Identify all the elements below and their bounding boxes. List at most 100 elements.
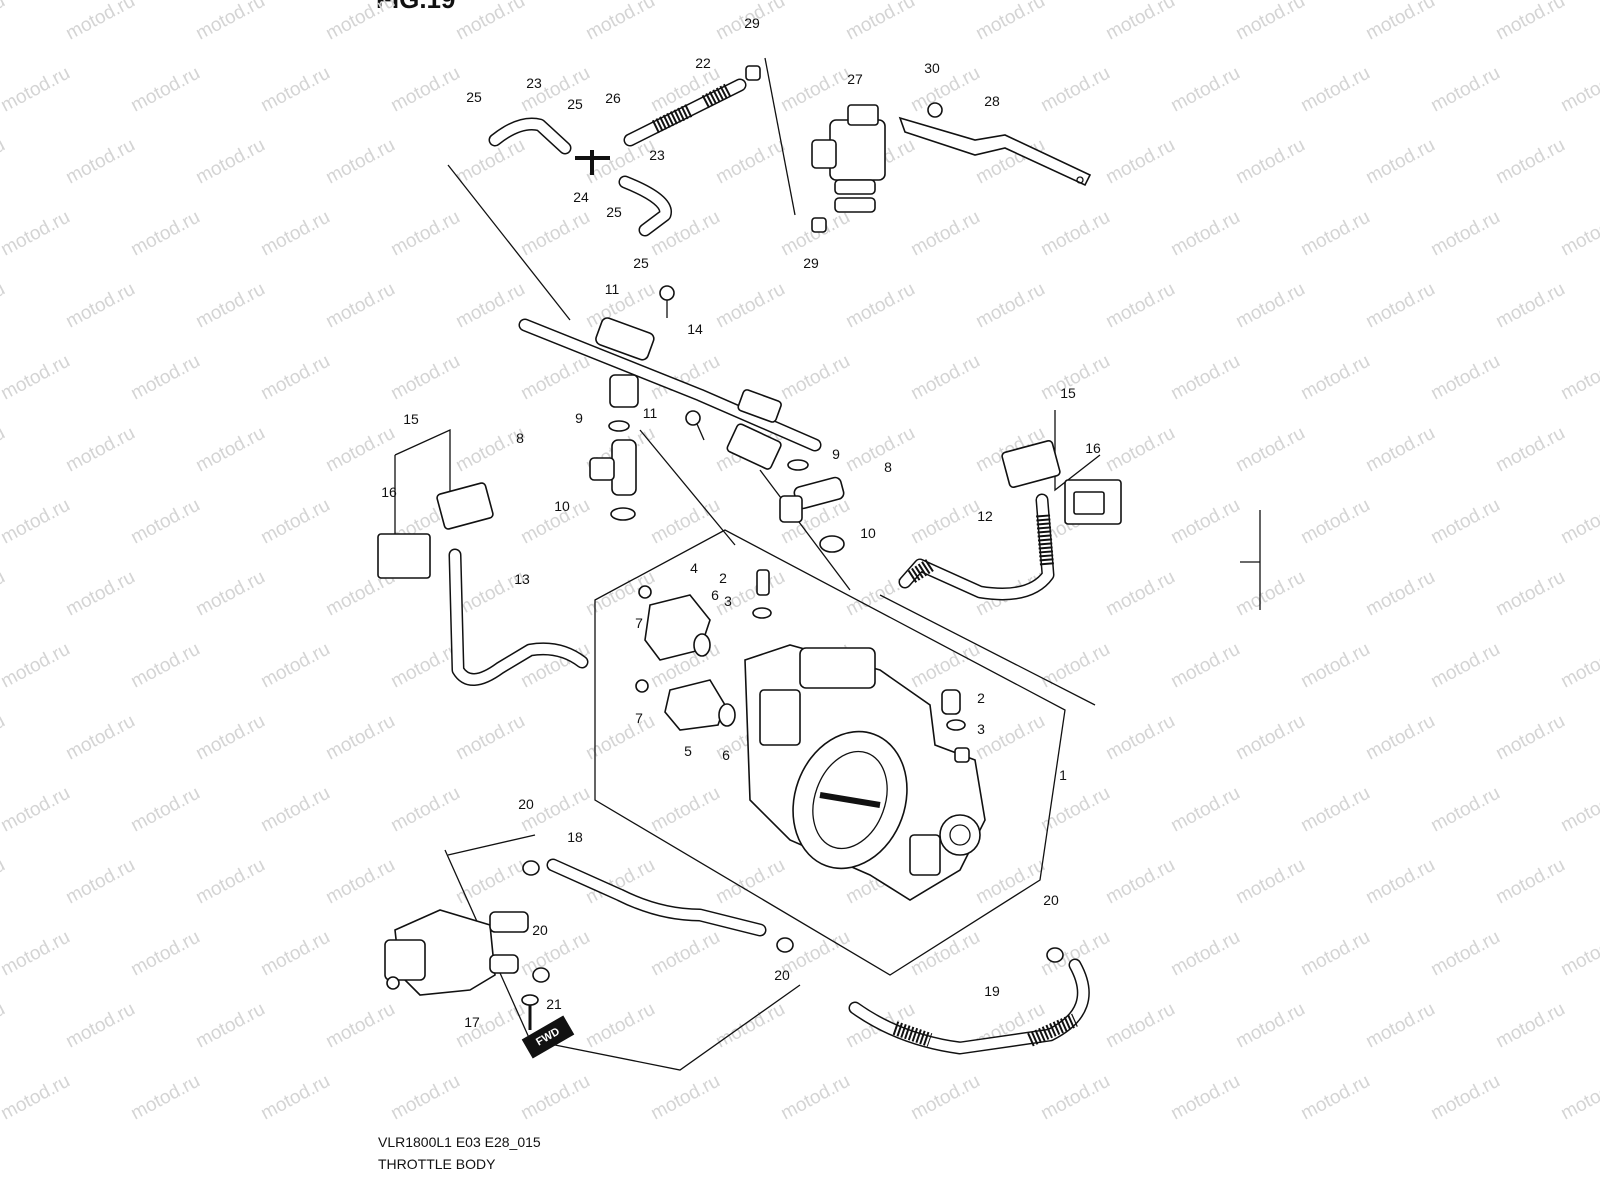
watermark-text: motod.ru [192, 279, 268, 333]
watermark-text: motod.ru [127, 63, 203, 117]
callout-13: 13 [514, 571, 530, 587]
callout-15: 15 [1060, 385, 1076, 401]
watermark-text: motod.ru [1232, 0, 1308, 44]
watermark-text: motod.ru [192, 0, 268, 44]
callout-20: 20 [518, 796, 534, 812]
callout-27: 27 [847, 71, 863, 87]
secondary-throttle-sensor[interactable] [635, 679, 736, 731]
callout-11: 11 [643, 405, 658, 421]
watermark-text: motod.ru [517, 351, 593, 405]
callout-8: 8 [884, 459, 892, 475]
screws[interactable] [659, 285, 705, 441]
watermark-text: motod.ru [257, 783, 333, 837]
callout-9: 9 [575, 410, 583, 426]
watermark-text: motod.ru [62, 135, 138, 189]
watermark-text: motod.ru [777, 63, 853, 117]
throttle-body[interactable] [744, 644, 986, 901]
hose-12[interactable] [898, 493, 1055, 601]
watermark-text: motod.ru [0, 351, 74, 405]
solenoid-bracket[interactable] [898, 102, 1092, 187]
callout-16: 16 [381, 484, 397, 500]
watermark-text: motod.ru [1037, 783, 1113, 837]
watermark-text: motod.ru [387, 207, 463, 261]
watermark-text: motod.ru [1232, 423, 1308, 477]
watermark-text: motod.ru [1102, 0, 1178, 44]
watermark-text: motod.ru [907, 927, 983, 981]
watermark-text: motod.ru [907, 63, 983, 117]
hose-13[interactable] [448, 548, 589, 686]
hose-clamps[interactable] [522, 860, 1064, 983]
watermark-text: motod.ru [322, 423, 398, 477]
watermark-text: motod.ru [1037, 1071, 1113, 1125]
watermark-text: motod.ru [192, 999, 268, 1053]
watermark-text: motod.ru [192, 711, 268, 765]
watermark-text: motod.ru [842, 279, 918, 333]
watermark-text: motod.ru [1102, 279, 1178, 333]
vacuum-hoses[interactable] [488, 117, 672, 237]
watermark-text: motod.ru [0, 495, 74, 549]
callout-23: 23 [526, 75, 542, 91]
watermark-text: motod.ru [1362, 567, 1438, 621]
watermark-text: motod.ru [1557, 207, 1600, 261]
watermark-text: motod.ru [1102, 567, 1178, 621]
fuel-delivery-rail[interactable] [518, 316, 822, 470]
fuel-injector-right[interactable] [779, 459, 845, 553]
callout-19: 19 [984, 983, 1000, 999]
watermark-text: motod.ru [1037, 207, 1113, 261]
adjust-screws[interactable] [752, 569, 966, 731]
watermark-text: motod.ru [1492, 711, 1568, 765]
hose-19[interactable] [848, 958, 1090, 1055]
watermark-text: motod.ru [127, 495, 203, 549]
callout-20: 20 [1043, 892, 1059, 908]
watermark-text: motod.ru [1167, 495, 1243, 549]
watermark-text: motod.ru [1232, 999, 1308, 1053]
callout-3: 3 [724, 593, 732, 609]
watermark-text: motod.ru [257, 639, 333, 693]
watermark-text: motod.ru [1557, 495, 1600, 549]
watermark-text: motod.ru [127, 207, 203, 261]
callout-10: 10 [554, 498, 570, 514]
fuel-injector-left[interactable] [589, 420, 637, 521]
watermark-text: motod.ru [1362, 135, 1438, 189]
hose-18[interactable] [546, 858, 767, 937]
watermark-text: motod.ru [1427, 63, 1503, 117]
watermark-text: motod.ru [0, 999, 9, 1053]
watermark-text: motod.ru [907, 495, 983, 549]
watermark-text: motod.ru [62, 855, 138, 909]
callout-11: 11 [605, 281, 620, 297]
watermark-text: motod.ru [1167, 639, 1243, 693]
watermark-text: motod.ru [322, 0, 398, 44]
watermark-text: motod.ru [1102, 423, 1178, 477]
watermark-text: motod.ru [712, 135, 788, 189]
watermark-text: motod.ru [322, 999, 398, 1053]
watermark-text: motod.ru [1492, 0, 1568, 44]
throttle-position-sensor[interactable] [638, 585, 711, 661]
watermark-text: motod.ru [712, 855, 788, 909]
watermark-text: motod.ru [452, 855, 528, 909]
coupler-left[interactable] [377, 482, 494, 579]
callout-25: 25 [466, 89, 482, 105]
watermark-text: motod.ru [322, 711, 398, 765]
callout-17: 17 [464, 1014, 480, 1030]
coupler-right[interactable] [1001, 439, 1122, 525]
watermark-text: motod.ru [1362, 423, 1438, 477]
watermark-text: motod.ru [62, 999, 138, 1053]
idle-speed-control-valve[interactable] [384, 909, 529, 996]
fuel-hose[interactable] [623, 65, 761, 147]
watermark-text: motod.ru [127, 351, 203, 405]
watermark-text: motod.ru [257, 351, 333, 405]
watermark-text: motod.ru [0, 135, 9, 189]
watermark-text: motod.ru [62, 567, 138, 621]
callout-23: 23 [649, 147, 665, 163]
watermark-text: motod.ru [387, 783, 463, 837]
solenoid-valve[interactable] [811, 104, 886, 233]
watermark-text: motod.ru [1297, 351, 1373, 405]
watermark-text: motod.ru [1102, 135, 1178, 189]
watermark-text: motod.ru [1167, 927, 1243, 981]
watermark-text: motod.ru [517, 207, 593, 261]
watermark-text: motod.ru [1037, 63, 1113, 117]
watermark-text: motod.ru [1557, 351, 1600, 405]
watermark-text: motod.ru [1557, 63, 1600, 117]
screw-21[interactable] [521, 994, 539, 1030]
watermark-text: motod.ru [582, 999, 658, 1053]
